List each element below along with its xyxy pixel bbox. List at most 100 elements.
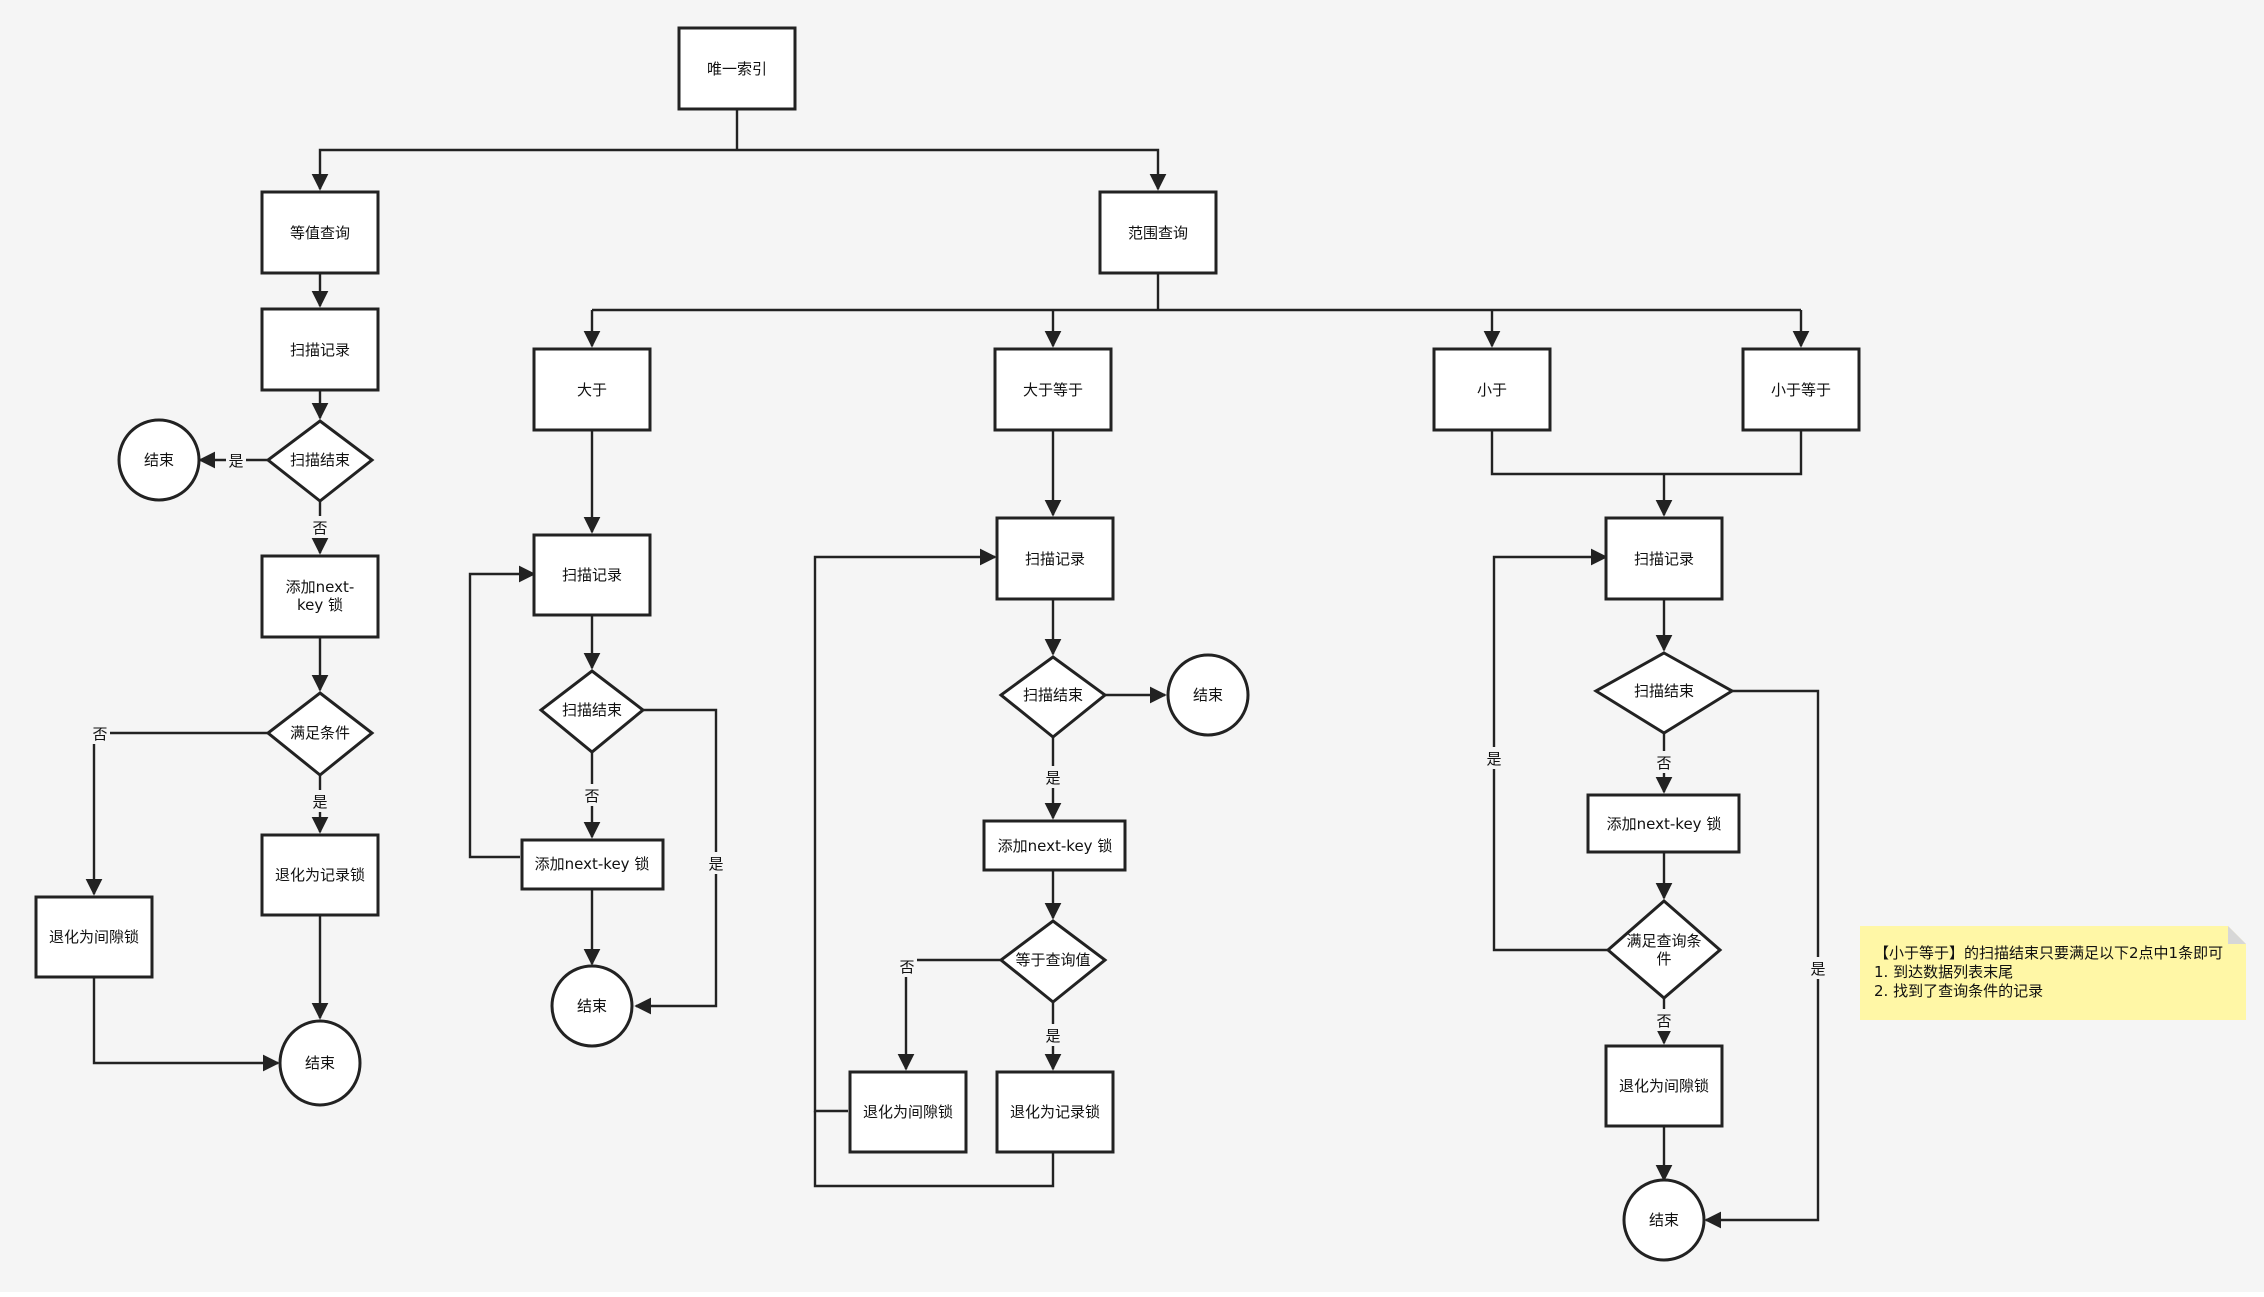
edge-label-eq-cond-yes: 是 (310, 790, 330, 812)
node-greater-or-equal: 大于等于 (993, 347, 1113, 432)
node-lt-scan-end-decision: 扫描结束 (1593, 651, 1735, 735)
node-lt-condition-decision: 满足查询条件 (1605, 899, 1723, 1000)
node-ge-scan-record: 扫描记录 (995, 516, 1115, 601)
svg-text:是: 是 (228, 452, 243, 470)
svg-text:添加next-key 锁: 添加next-key 锁 (286, 578, 355, 614)
svg-text:是: 是 (1810, 960, 1825, 978)
svg-text:等值查询: 等值查询 (290, 224, 350, 242)
edge-ge-record-loop (813, 1111, 1055, 1188)
svg-text:等于查询值: 等于查询值 (1015, 951, 1090, 969)
edge-label-gt-end-no: 否 (582, 784, 602, 806)
node-label-line: 添加next- (286, 578, 355, 596)
node-lt-gap-lock: 退化为间隙锁 (1604, 1044, 1724, 1128)
node-less-than: 小于 (1432, 347, 1552, 432)
node-eq-condition-decision: 满足条件 (265, 691, 375, 777)
note-line-3: 2. 找到了查询条件的记录 (1874, 982, 2043, 1000)
node-eq-end-top: 结束 (117, 418, 201, 502)
svg-text:扫描记录: 扫描记录 (1634, 550, 1694, 568)
edge-label-eq-cond-no: 否 (90, 722, 110, 744)
svg-text:唯一索引: 唯一索引 (707, 60, 767, 78)
edge-label-eq-end-no: 否 (310, 516, 330, 538)
node-ge-equals-value-decision: 等于查询值 (998, 919, 1108, 1004)
edge-ge-gap-loop (813, 548, 997, 1113)
node-gt-scan-record: 扫描记录 (532, 533, 652, 617)
edge-gt-lock-loop (468, 565, 536, 859)
svg-text:扫描结束: 扫描结束 (1023, 686, 1083, 704)
edge-lt-merge (1490, 430, 1803, 476)
node-unique-index: 唯一索引 (677, 26, 797, 111)
svg-text:是: 是 (1486, 750, 1501, 768)
svg-text:否: 否 (899, 958, 914, 976)
edge-label-eq-end-yes: 是 (226, 449, 246, 471)
svg-text:是: 是 (1045, 769, 1060, 787)
svg-text:结束: 结束 (1649, 1211, 1679, 1229)
node-eq-scan-end-decision: 扫描结束 (265, 419, 375, 503)
node-ge-add-next-key-lock: 添加next-key 锁 (982, 819, 1127, 872)
edge-label-lt-end-yes: 是 (1808, 957, 1828, 979)
note-line-2: 1. 到达数据列表末尾 (1874, 963, 2013, 981)
svg-text:是: 是 (312, 793, 327, 811)
svg-text:满足查询条件: 满足查询条件 (1626, 932, 1701, 968)
svg-text:否: 否 (584, 787, 599, 805)
svg-text:扫描记录: 扫描记录 (562, 566, 622, 584)
edge-label-lt-cond-yes: 是 (1484, 747, 1504, 769)
edge-root-to-range (737, 148, 1167, 191)
svg-text:是: 是 (708, 855, 723, 873)
edge-eq-cond-no (85, 731, 268, 896)
node-lt-add-next-key-lock: 添加next-key 锁 (1586, 793, 1741, 854)
svg-text:结束: 结束 (577, 997, 607, 1015)
svg-text:大于: 大于 (577, 381, 607, 399)
node-range-query: 范围查询 (1098, 190, 1218, 275)
edge-eq-gap-to-end (92, 977, 280, 1072)
svg-text:否: 否 (312, 519, 327, 537)
edge-label-lt-cond-no: 否 (1654, 1009, 1674, 1031)
svg-text:退化为记录锁: 退化为记录锁 (1010, 1103, 1100, 1121)
svg-text:扫描结束: 扫描结束 (562, 701, 622, 719)
svg-text:否: 否 (92, 725, 107, 743)
svg-text:结束: 结束 (1193, 686, 1223, 704)
edge-label-ge-eq-yes: 是 (1043, 1024, 1063, 1046)
node-gt-end: 结束 (550, 964, 634, 1048)
svg-text:否: 否 (1656, 1012, 1671, 1030)
svg-text:满足条件: 满足条件 (290, 724, 350, 742)
node-less-or-equal: 小于等于 (1741, 347, 1861, 432)
node-eq-end: 结束 (278, 1019, 362, 1107)
node-lt-scan-record: 扫描记录 (1604, 516, 1724, 601)
node-greater-than: 大于 (532, 347, 652, 432)
svg-text:否: 否 (1656, 754, 1671, 772)
note-line-1: 【小于等于】的扫描结束只要满足以下2点中1条即可 (1874, 944, 2223, 962)
svg-text:退化为间隙锁: 退化为间隙锁 (49, 928, 139, 946)
svg-text:小于等于: 小于等于 (1771, 381, 1831, 399)
node-gt-add-next-key-lock: 添加next-key 锁 (520, 838, 665, 891)
edge-label-gt-end-yes: 是 (706, 852, 726, 874)
edges (85, 109, 1820, 1229)
svg-text:大于等于: 大于等于 (1023, 381, 1083, 399)
edge-lt-end-yes (1704, 689, 1820, 1229)
edge-label-ge-end-yes: 是 (1043, 766, 1063, 788)
svg-text:结束: 结束 (144, 451, 174, 469)
svg-text:退化为间隙锁: 退化为间隙锁 (1619, 1077, 1709, 1095)
node-equal-query: 等值查询 (260, 190, 380, 275)
svg-text:扫描结束: 扫描结束 (290, 451, 350, 469)
edge-label-ge-eq-no: 否 (897, 955, 917, 977)
edge-ge-eq-no (897, 958, 1001, 1071)
node-eq-record-lock: 退化为记录锁 (260, 833, 380, 917)
node-eq-scan-record: 扫描记录 (260, 307, 380, 392)
svg-text:扫描结束: 扫描结束 (1634, 682, 1694, 700)
svg-text:退化为记录锁: 退化为记录锁 (275, 866, 365, 884)
svg-text:是: 是 (1045, 1027, 1060, 1045)
node-ge-record-lock: 退化为记录锁 (995, 1070, 1115, 1154)
svg-text:扫描记录: 扫描记录 (1025, 550, 1085, 568)
node-lt-end: 结束 (1622, 1178, 1706, 1262)
node-label-line: 满足查询条 (1626, 932, 1701, 950)
svg-text:添加next-key 锁: 添加next-key 锁 (998, 837, 1113, 855)
svg-text:退化为间隙锁: 退化为间隙锁 (863, 1103, 953, 1121)
svg-text:范围查询: 范围查询 (1128, 224, 1188, 242)
edge-root-to-eq (311, 148, 737, 191)
edge-lt-cond-yes-loop (1492, 548, 1608, 952)
node-eq-add-next-key-lock: 添加next-key 锁 (260, 554, 380, 639)
svg-text:添加next-key 锁: 添加next-key 锁 (535, 855, 650, 873)
edge-label-lt-end-no: 否 (1654, 751, 1674, 773)
